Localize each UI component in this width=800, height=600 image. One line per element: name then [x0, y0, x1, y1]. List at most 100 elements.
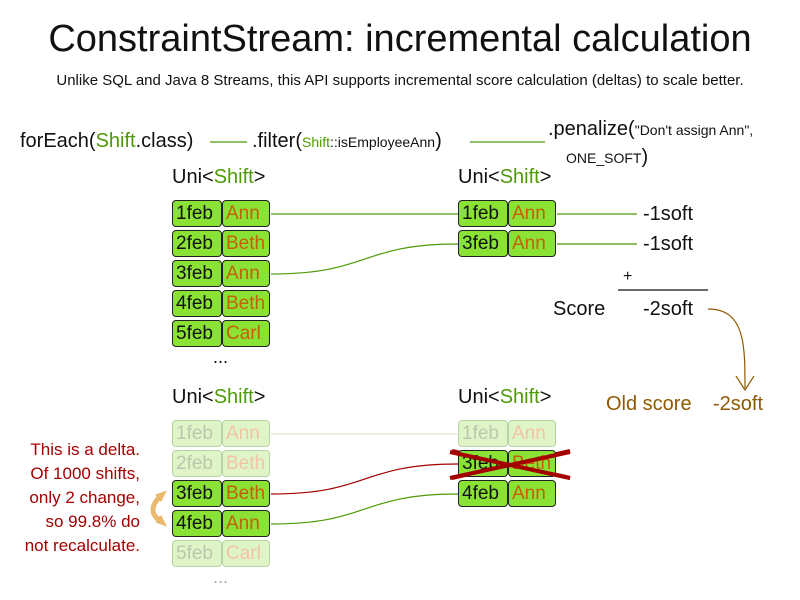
tuple-date: 1feb — [458, 420, 508, 447]
tuple-employee: Beth — [508, 450, 556, 477]
swap-arrow-head-bottom — [155, 515, 168, 527]
page-title: ConstraintStream: incremental calculatio… — [48, 18, 752, 60]
tuple-date: 4feb — [458, 480, 508, 507]
top-left-ellipsis: ... — [213, 347, 229, 367]
filter-class: Shift — [302, 134, 331, 150]
tuple-date: 4feb — [172, 290, 222, 317]
tuple-employee: Ann — [508, 200, 556, 227]
delta-note: This is a delta. Of 1000 shifts, only 2 … — [0, 438, 140, 558]
uni-prefix: Uni< — [172, 386, 214, 408]
tuple-date: 1feb — [172, 200, 222, 227]
old-score-value: -2soft — [713, 393, 764, 415]
tuple-date: 4feb — [172, 510, 222, 537]
score-value: -2soft — [643, 298, 694, 320]
tuple-employee: Ann — [222, 420, 270, 447]
uni-label-top-left: Uni<Shift> — [172, 166, 265, 189]
penalty-1: -1soft — [643, 203, 694, 225]
tuple-employee: Ann — [222, 510, 270, 537]
swap-arrow — [150, 493, 164, 525]
tuple-date: 1feb — [458, 200, 508, 227]
tuple-date: 2feb — [172, 450, 222, 477]
tuple-employee: Beth — [222, 230, 270, 257]
sum-plus: + — [623, 268, 633, 285]
filter-prefix: .filter( — [252, 130, 302, 152]
uni-type: Shift — [499, 166, 540, 188]
tuple-employee: Carl — [222, 320, 270, 347]
flow-3feb — [270, 243, 459, 275]
filter-suffix: ) — [435, 130, 442, 152]
tuple-date: 3feb — [458, 450, 508, 477]
uni-suffix: > — [253, 386, 266, 408]
tuple-date: 5feb — [172, 540, 222, 567]
uni-prefix: Uni< — [458, 166, 500, 188]
tuple-employee: Ann — [222, 260, 270, 287]
tuple-date: 3feb — [172, 260, 222, 287]
flow-3feb-beth — [270, 463, 459, 495]
tuple-date: 1feb — [172, 420, 222, 447]
filter-method: ::isEmployeeAnn — [330, 134, 436, 150]
penalize-prefix: .penalize( — [548, 118, 635, 140]
flow-4feb-ann — [270, 493, 459, 525]
delta-note-line: not recalculate. — [24, 536, 140, 555]
tuple-employee: Beth — [222, 450, 270, 477]
penalize-weight-line: ONE_SOFT) — [566, 146, 648, 169]
tuple-employee: Ann — [508, 230, 556, 257]
tuple-date: 3feb — [458, 230, 508, 257]
tuple-date: 3feb — [172, 480, 222, 507]
bottom-left-ellipsis: ... — [213, 567, 229, 587]
tuple-employee: Beth — [222, 480, 270, 507]
foreach-class: Shift — [95, 130, 136, 152]
foreach-suffix: .class) — [135, 130, 194, 152]
delta-note-line: Of 1000 shifts, — [30, 464, 140, 483]
page-subtitle: Unlike SQL and Java 8 Streams, this API … — [56, 72, 744, 89]
uni-label-bottom-left: Uni<Shift> — [172, 386, 265, 409]
penalty-2: -1soft — [643, 233, 694, 255]
tuple-employee: Beth — [222, 290, 270, 317]
penalize-call: .penalize("Don't assign Ann", — [548, 118, 753, 141]
penalize-weight: ONE_SOFT — [566, 150, 642, 166]
tuple-employee: Carl — [222, 540, 270, 567]
uni-suffix: > — [539, 166, 552, 188]
tuple-employee: Ann — [508, 480, 556, 507]
uni-prefix: Uni< — [458, 386, 500, 408]
delta-note-line: so 99.8% do — [45, 512, 140, 531]
penalize-suffix: ) — [641, 146, 649, 168]
uni-type: Shift — [213, 166, 254, 188]
uni-suffix: > — [253, 166, 266, 188]
uni-type: Shift — [499, 386, 540, 408]
uni-prefix: Uni< — [172, 166, 214, 188]
uni-label-bottom-right: Uni<Shift> — [458, 386, 551, 409]
foreach-prefix: forEach( — [20, 130, 96, 152]
tuple-employee: Ann — [222, 200, 270, 227]
swap-arrow-head-top — [155, 490, 168, 502]
uni-suffix: > — [539, 386, 552, 408]
old-score-label: Old score — [606, 393, 692, 415]
tuple-date: 5feb — [172, 320, 222, 347]
score-label: Score — [553, 298, 606, 320]
delta-note-line: only 2 change, — [29, 488, 140, 507]
penalize-message: "Don't assign Ann", — [634, 122, 754, 138]
filter-call: .filter(Shift::isEmployeeAnn) — [252, 130, 442, 153]
uni-type: Shift — [213, 386, 254, 408]
tuple-date: 2feb — [172, 230, 222, 257]
score-arrow-head — [735, 375, 755, 392]
foreach-call: forEach(Shift.class) — [20, 130, 193, 153]
delta-note-line: This is a delta. — [30, 440, 140, 459]
score-arrow — [707, 308, 746, 389]
tuple-employee: Ann — [508, 420, 556, 447]
